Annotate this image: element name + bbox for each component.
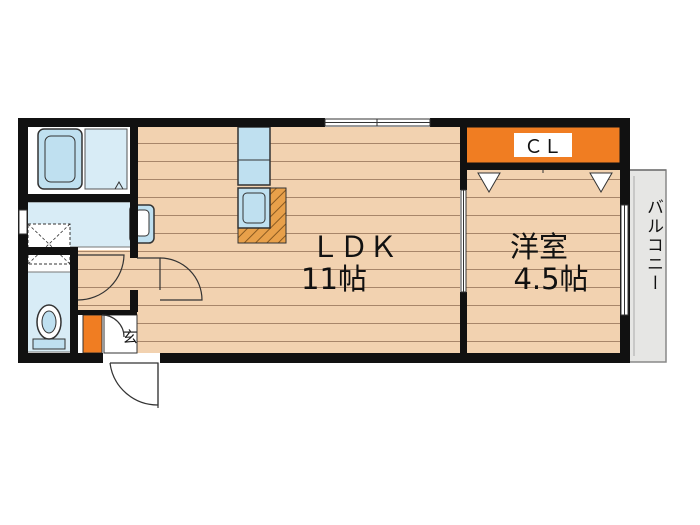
- western-room-name: 洋室: [510, 230, 568, 264]
- western-room-size: 4.5帖: [513, 262, 588, 296]
- shoe-box: [82, 314, 103, 354]
- closet-door-right: [589, 172, 613, 193]
- closet-label: ＣＬ: [524, 136, 562, 158]
- ldk-name: ＬＤＫ: [310, 230, 397, 264]
- shower-area: [84, 128, 128, 190]
- hall-floor: [78, 250, 137, 310]
- doors: [77, 254, 203, 408]
- stove-icon: [237, 126, 271, 186]
- ldk-floor: [137, 127, 460, 353]
- balcony-label: バルコニー: [643, 198, 663, 293]
- closet-door-left: [477, 172, 501, 193]
- ldk-size: 11帖: [301, 262, 367, 296]
- western-room-floor: [466, 170, 620, 353]
- entrance-label: 玄: [122, 328, 137, 346]
- washing-machine-pan: [27, 223, 71, 265]
